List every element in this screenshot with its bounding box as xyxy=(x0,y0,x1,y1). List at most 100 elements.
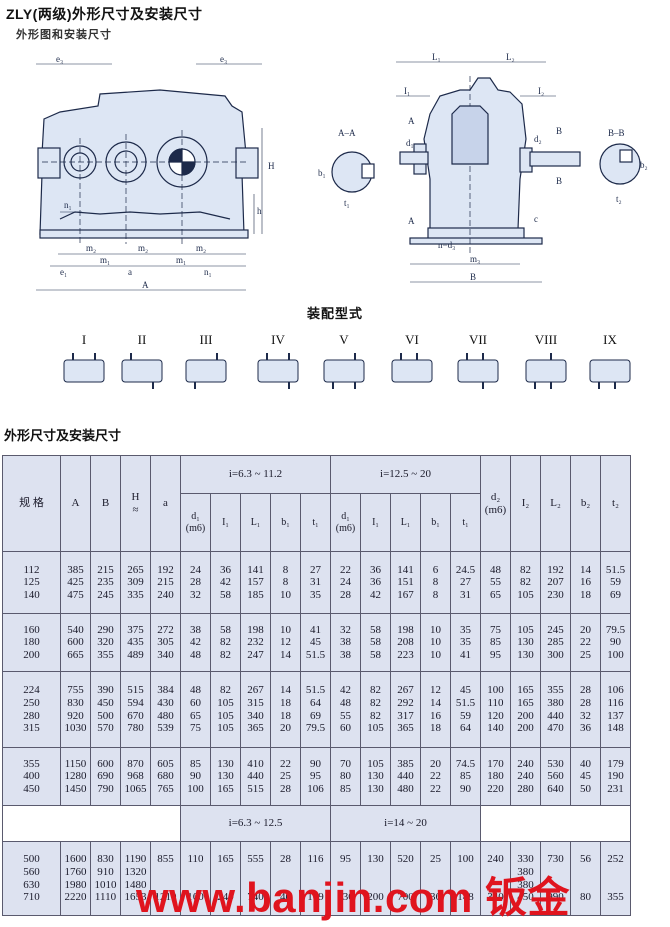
cell-value: 390 xyxy=(97,684,114,697)
dim-I2: I₂ xyxy=(538,86,544,96)
cell-value: 8 xyxy=(282,576,289,589)
cell-value: 16 xyxy=(580,576,591,589)
cell-value: 450 xyxy=(23,782,40,795)
header-I1: I₁ xyxy=(360,493,391,552)
cell-value: 74.5 xyxy=(455,757,476,770)
cell-value: 51.5 xyxy=(305,684,326,697)
cell-value: 64 xyxy=(310,696,321,709)
cell-value: 730 xyxy=(547,853,564,866)
cell-value: 200 xyxy=(367,891,384,904)
cell-value: 65 xyxy=(490,588,501,601)
header-ratio-3: i=6.3 ~ 12.5 xyxy=(180,805,331,842)
cell-value: 79.5 xyxy=(605,623,626,636)
cell-value: 530 xyxy=(547,757,564,770)
dim-d1: d₁ xyxy=(406,138,414,148)
cell-value: 80 xyxy=(580,891,591,904)
cell-value: 69 xyxy=(610,588,621,601)
dimension-table: 规 格 A B H≈ a i=6.3 ~ 11.2 i=12.5 ~ 20 d₂… xyxy=(2,455,631,916)
cell-value: 1280 xyxy=(64,770,87,783)
cell-value: 215 xyxy=(97,563,114,576)
cell-value: 470 xyxy=(547,722,564,735)
cell-value: 223 xyxy=(397,648,414,661)
cell-value: 110 xyxy=(187,853,204,866)
cell-value: 290 xyxy=(97,623,114,636)
cell-value: 830 xyxy=(67,696,84,709)
cell-value: 190 xyxy=(607,770,624,783)
cell-value: 252 xyxy=(607,853,624,866)
cell-value: 1030 xyxy=(64,722,87,735)
cell-value: 24 xyxy=(190,563,201,576)
cell-value: 375 xyxy=(127,623,144,636)
page-subtitle: 外形图和安装尺寸 xyxy=(16,29,112,41)
cell-value: 500 xyxy=(23,853,40,866)
cell-value: 14 xyxy=(280,684,291,697)
dim-B: B xyxy=(470,272,476,282)
cell-value: 82 xyxy=(520,563,531,576)
table-cell-r2-L1: 520 700 xyxy=(390,841,421,916)
assembly-title: 装配型式 xyxy=(306,306,363,321)
header-B: B xyxy=(90,455,121,552)
cell-value: 12 xyxy=(430,684,441,697)
cell-value: 48 xyxy=(490,563,501,576)
header-b1: b₁ xyxy=(420,493,451,552)
assembly-type-label: VI xyxy=(405,332,419,347)
cell-value: 14 xyxy=(430,696,441,709)
assembly-type-2: II xyxy=(118,330,166,392)
cell-value: 38 xyxy=(190,623,201,636)
cell-value: 250 xyxy=(23,696,40,709)
cell-value: 515 xyxy=(127,684,144,697)
cell-value: 22 xyxy=(430,782,441,795)
cell-value: 160 xyxy=(187,891,204,904)
cell-value: 1110 xyxy=(94,891,117,904)
cell-value: 180 xyxy=(23,636,40,649)
cell-value: 480 xyxy=(397,782,414,795)
cell-value: 105 xyxy=(217,696,234,709)
cell-value: 90 xyxy=(460,782,471,795)
cell-value: 165 xyxy=(517,696,534,709)
cell-value: 240 xyxy=(517,770,534,783)
header-L2: L₂ xyxy=(540,455,571,552)
cell-value: 130 xyxy=(337,891,354,904)
cell-value: 165 xyxy=(217,853,234,866)
cell-value: 500 xyxy=(97,709,114,722)
cell-value: 38 xyxy=(340,636,351,649)
cell-value: 28 xyxy=(340,588,351,601)
cell-value: 335 xyxy=(127,588,144,601)
cell-value: 400 xyxy=(23,770,40,783)
cell-value: 82 xyxy=(220,684,231,697)
dim-t2: t₂ xyxy=(616,194,622,204)
cell-value: 365 xyxy=(397,722,414,735)
cell-value: 990 xyxy=(547,891,564,904)
cell-value: 740 xyxy=(247,891,264,904)
cell-value: 40 xyxy=(280,891,291,904)
assembly-type-label: VIII xyxy=(534,332,558,347)
cell-value: 340 xyxy=(487,891,504,904)
cell-value: 90 xyxy=(610,636,621,649)
cell-value: 148 xyxy=(457,891,474,904)
cell-value: 45 xyxy=(310,636,321,649)
cell-value: 100 xyxy=(187,782,204,795)
section-mark-A-top: A xyxy=(408,116,415,126)
